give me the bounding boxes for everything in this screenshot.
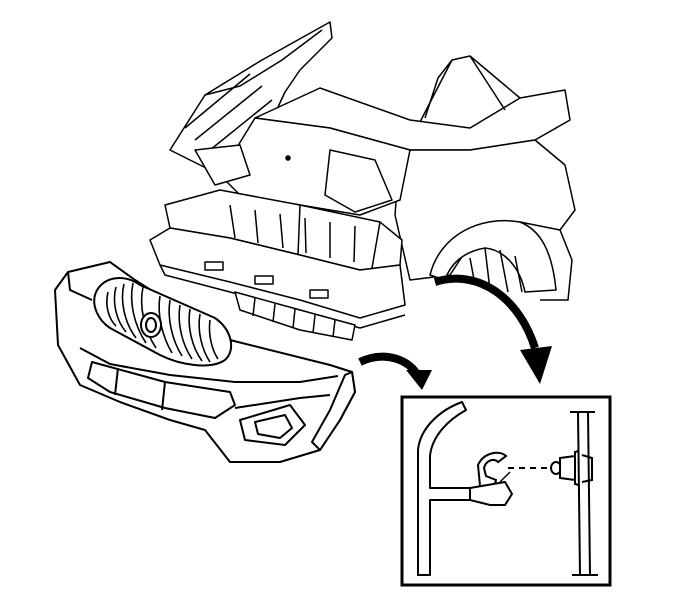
fascia-section [418,402,470,575]
energy-absorber-ribs [253,298,335,337]
windshield-frame [420,56,520,122]
arrow-body-to-inset [435,279,535,348]
callout-arrows [360,279,552,390]
fascia-upper-edge [68,272,92,300]
fascia-lower-opening [88,362,235,418]
support-panel-hole [582,455,592,482]
fascia-clip [478,453,506,488]
radiator-core [230,205,355,262]
fender-lip [540,230,572,300]
grille-emblem [141,313,161,337]
vehicle-front-end [150,22,575,340]
front-fascia [55,262,355,462]
hood-stripe [185,74,272,150]
strut-tower-right [325,150,392,212]
impact-bar-slot-3 [310,290,328,298]
detail-inset [402,397,610,585]
fascia-lower-lip [235,395,330,408]
fog-lamp-lens [255,415,292,438]
fascia-clip-base [470,482,512,505]
fog-lamp-housing [240,405,305,445]
hood-inner-edge [205,30,322,95]
grille-emblem-inner [146,318,156,332]
wheel-opening [430,221,556,292]
strut-tower-left [195,145,250,185]
arrow-body-head [520,346,552,384]
arrow-fascia-head [406,370,432,390]
fascia-crease [80,348,338,382]
impact-bar-slot-2 [255,276,273,284]
clip-leader-1 [500,472,510,482]
wheel-liner [470,248,522,292]
lower-opening-dividers [115,368,165,410]
bay-hole [286,156,290,160]
a-pillar [425,60,452,118]
impact-bar [150,228,405,318]
fascia-side-panel [312,372,355,450]
support-panel-section [578,412,590,575]
grille-surround [94,278,231,365]
impact-bar-slot-1 [205,262,223,270]
